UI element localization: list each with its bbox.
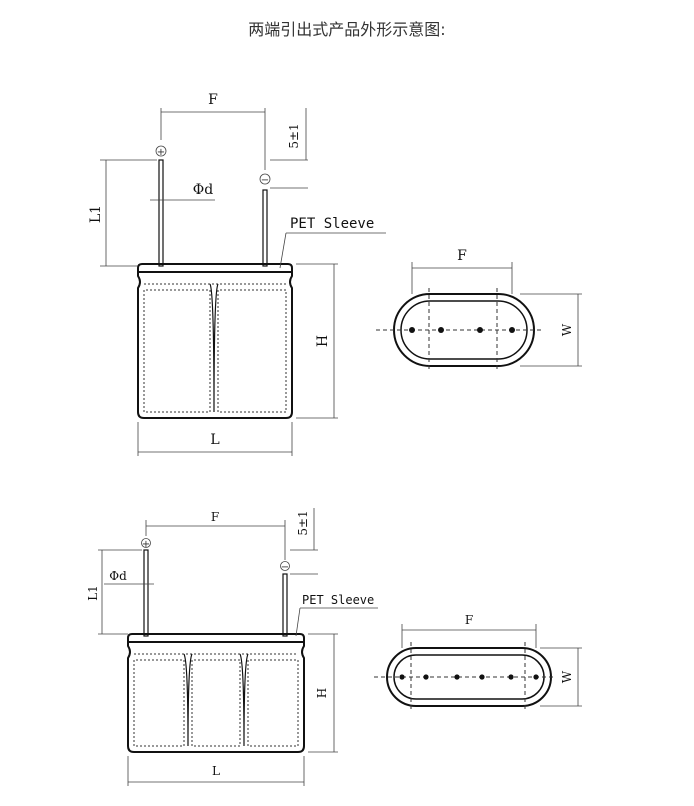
cell-outline-right-2 [247,659,299,747]
page-title: 两端引出式产品外形示意图: [248,20,446,39]
terminal-dot-2-2 [423,674,429,680]
capacitor-top-view-1: F W [376,248,582,372]
label-phi-d-1: Φd [193,182,213,198]
dimension-F-top-1: F [160,92,266,170]
label-W-1: W [560,323,574,336]
capacitor-body-2 [127,642,305,753]
cell-outline-left-2 [133,659,185,747]
negative-mark-icon-2 [280,561,290,571]
dimension-tolerance-1: 5±1 [270,108,308,189]
positive-mark-icon-2 [141,538,151,548]
negative-lead-2 [282,573,288,637]
label-H-2: H [315,688,329,698]
label-sleeve-1: PET Sleeve [290,216,374,232]
seam-a-2 [183,653,193,747]
label-L-1: L [210,432,219,448]
terminal-dot-4 [509,327,515,333]
dimension-L1-2: L1 [86,549,142,635]
label-L1-1: L1 [88,205,104,223]
negative-lead-1 [262,189,268,267]
callout-sleeve-1: PET Sleeve [279,216,386,269]
label-L1-2: L1 [86,585,100,601]
dimension-H-1: H [296,263,338,419]
capacitor-top-view-2: F W [374,613,582,712]
dimension-F-top-2: F [145,510,286,560]
capacitor-body-1 [137,272,293,419]
label-H-1: H [315,335,331,347]
label-F-top-2: F [211,510,219,524]
label-F-top-1: F [208,92,218,108]
capacitor-front-view-2: + − [127,538,305,753]
dimension-phi-d-1: Φd [150,182,215,201]
label-tolerance-1: 5±1 [287,123,301,148]
dimension-H-2: H [308,633,338,753]
terminal-dot-2 [438,327,444,333]
terminal-dot-2-3 [454,674,460,680]
label-sleeve-2: PET Sleeve [302,593,374,607]
callout-sleeve-2: PET Sleeve [295,593,378,637]
terminal-dot-2-6 [533,674,539,680]
positive-symbol-1: + [157,147,165,158]
capacitor-top-cap-2 [127,633,305,643]
capacitor-front-view-1: + − [137,145,293,419]
terminal-dot-1 [409,327,415,333]
negative-symbol-2: − [281,562,289,573]
cell-outline-left-1 [143,289,211,413]
negative-symbol-1: − [261,175,269,186]
diagram-2: + − F 5±1 L1 Φd [86,508,582,786]
label-L-2: L [212,764,220,778]
dimension-phi-d-2: Φd [104,569,154,585]
negative-mark-icon-1 [259,173,271,185]
dimension-L-2: L [127,756,305,786]
cell-outline-mid-2 [191,659,241,747]
positive-symbol-2: + [142,539,150,550]
label-F-side-2: F [465,613,473,627]
dimension-tolerance-2: 5±1 [290,508,318,575]
terminal-dot-3 [477,327,483,333]
diagram-1: + − F 5±1 L1 Φd [88,92,582,456]
terminal-dot-2-1 [399,674,405,680]
label-W-2: W [560,670,574,683]
center-seam-1 [209,283,219,413]
capacitor-top-cap-1 [137,263,293,273]
seam-b-2 [239,653,249,747]
terminal-dot-2-5 [508,674,514,680]
positive-lead-2 [143,549,149,637]
positive-mark-icon-1 [155,145,167,157]
dimension-L-1: L [137,422,293,456]
label-F-side-1: F [457,248,467,264]
label-tolerance-2: 5±1 [296,510,310,535]
terminal-dot-2-4 [479,674,485,680]
positive-lead-1 [158,159,164,267]
dimension-L1-1: L1 [88,159,157,267]
label-phi-d-2: Φd [109,569,127,583]
cell-outline-right-1 [217,289,287,413]
